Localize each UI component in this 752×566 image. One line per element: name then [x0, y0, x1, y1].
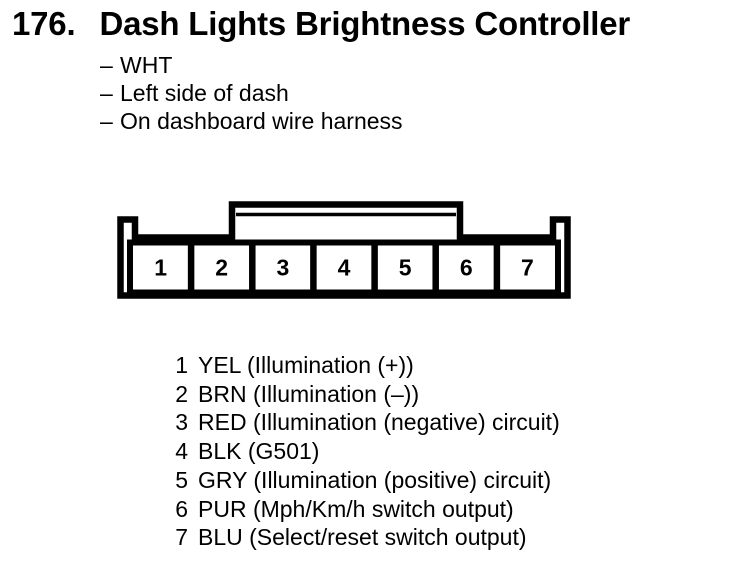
legend-row: 5 GRY (Illumination (positive) circuit) — [175, 466, 560, 495]
legend-pin-label: BLU (Select/reset switch output) — [198, 524, 527, 551]
legend-pin-label: RED (Illumination (negative) circuit) — [198, 409, 560, 436]
legend-pin-number: 1 — [175, 352, 188, 378]
pin-number-3: 3 — [277, 255, 290, 281]
connector-notes: – WHT – Left side of dash – On dashboard… — [100, 51, 403, 135]
connector-diagram: 1 2 3 4 5 6 7 — [110, 195, 580, 307]
connector-drawing: 1 2 3 4 5 6 7 — [117, 201, 571, 299]
pin-number-5: 5 — [399, 255, 412, 281]
legend-pin-label: PUR (Mph/Km/h switch output) — [198, 495, 514, 522]
legend-pin-number: 4 — [175, 438, 188, 465]
note-line: – On dashboard wire harness — [100, 107, 403, 135]
legend-row: 4 BLK (G501) — [175, 437, 560, 466]
legend-row: 6 PUR (Mph/Km/h switch output) — [175, 495, 560, 524]
legend-pin-number: 3 — [175, 409, 188, 436]
pin-number-1: 1 — [154, 255, 167, 281]
legend-pin-number: 7 — [175, 524, 188, 551]
pin-numbers: 1 2 3 4 5 6 7 — [154, 255, 534, 281]
pin-number-2: 2 — [215, 255, 228, 281]
pin-legend: 1 YEL (Illumination (+)) 2 BRN (Illumina… — [175, 351, 560, 552]
legend-pin-number: 5 — [175, 466, 188, 493]
dash-bullet: – — [100, 80, 113, 106]
pin-number-7: 7 — [521, 255, 534, 281]
figure-title: Dash Lights Brightness Controller — [99, 5, 631, 42]
legend-pin-label: YEL (Illumination (+)) — [198, 352, 414, 378]
pin-dividers — [187, 242, 501, 293]
legend-pin-label: BLK (G501) — [198, 438, 320, 465]
dash-bullet: – — [100, 52, 113, 78]
note-text: On dashboard wire harness — [120, 108, 403, 134]
figure-number: 176. — [12, 5, 76, 42]
pin-number-6: 6 — [460, 255, 473, 281]
legend-row: 7 BLU (Select/reset switch output) — [175, 523, 560, 552]
legend-row: 2 BRN (Illumination (–)) — [175, 380, 560, 409]
note-text: WHT — [120, 52, 173, 78]
legend-pin-label: BRN (Illumination (–)) — [198, 380, 420, 407]
connector-housing-outline — [117, 201, 571, 299]
pin-row-frame — [127, 239, 561, 296]
note-line: – WHT — [100, 51, 403, 79]
legend-row: 3 RED (Illumination (negative) circuit) — [175, 408, 560, 437]
pin-number-4: 4 — [338, 255, 351, 281]
legend-pin-label: GRY (Illumination (positive) circuit) — [198, 466, 552, 493]
page-title: 176. Dash Lights Brightness Controller — [12, 5, 631, 42]
dash-bullet: – — [100, 108, 113, 134]
legend-pin-number: 6 — [175, 495, 188, 522]
note-line: – Left side of dash — [100, 79, 403, 107]
legend-row: 1 YEL (Illumination (+)) — [175, 351, 560, 380]
legend-pin-number: 2 — [175, 380, 188, 407]
note-text: Left side of dash — [120, 80, 289, 106]
